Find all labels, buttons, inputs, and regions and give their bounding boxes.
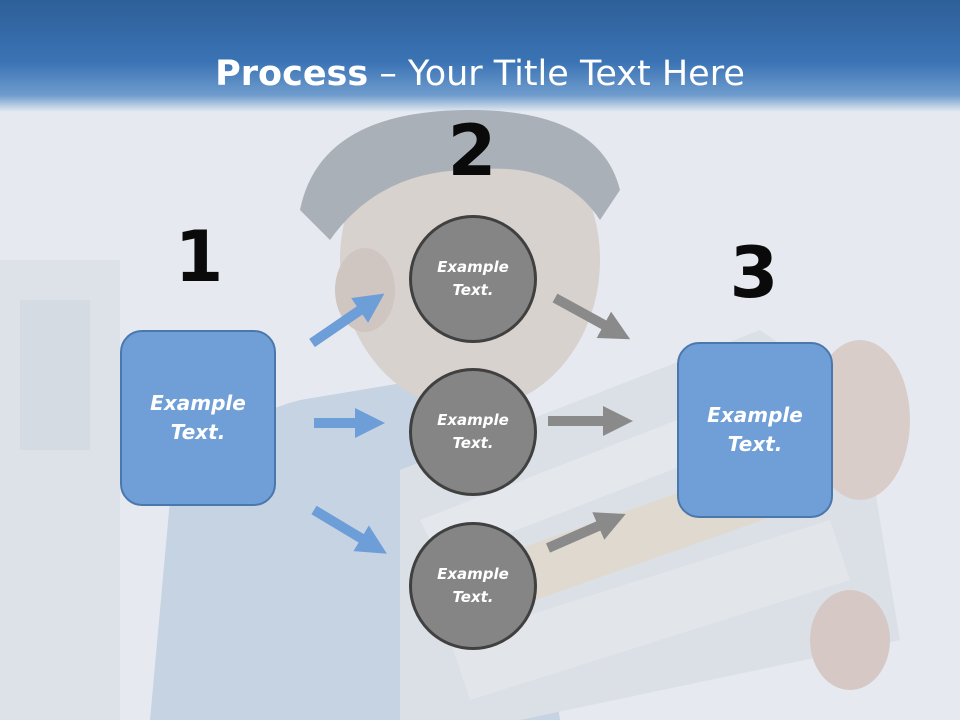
circle-text-line2: Text. xyxy=(452,434,494,452)
gray-arrow-down xyxy=(552,293,631,340)
step-1-text-line2: Text. xyxy=(170,420,226,444)
step-1-box: Example Text. xyxy=(120,330,276,506)
title-bold: Process xyxy=(215,54,369,94)
slide-title: Process – Your Title Text Here xyxy=(0,52,960,96)
step-2-circle-top: Example Text. xyxy=(409,215,537,343)
circle-text-line2: Text. xyxy=(452,588,494,606)
title-bar xyxy=(0,0,960,112)
gray-arrow-up xyxy=(545,512,626,553)
title-rest: – Your Title Text Here xyxy=(368,54,745,94)
circle-text-line1: Example xyxy=(437,565,509,583)
step-number-3: 3 xyxy=(729,232,779,314)
step-2-circle-middle: Example Text. xyxy=(409,368,537,496)
step-1-text-line1: Example xyxy=(150,391,246,415)
step-2-circle-bottom: Example Text. xyxy=(409,522,537,650)
circle-text-line1: Example xyxy=(437,411,509,429)
blue-arrow-down xyxy=(311,505,387,554)
step-number-2: 2 xyxy=(447,110,497,192)
step-3-box: Example Text. xyxy=(677,342,833,518)
circle-text-line1: Example xyxy=(437,258,509,276)
blue-arrow-up xyxy=(309,293,385,348)
step-number-1: 1 xyxy=(174,216,224,298)
step-3-text-line1: Example xyxy=(707,403,803,427)
circle-text-line2: Text. xyxy=(452,281,494,299)
step-3-text-line2: Text. xyxy=(727,432,783,456)
